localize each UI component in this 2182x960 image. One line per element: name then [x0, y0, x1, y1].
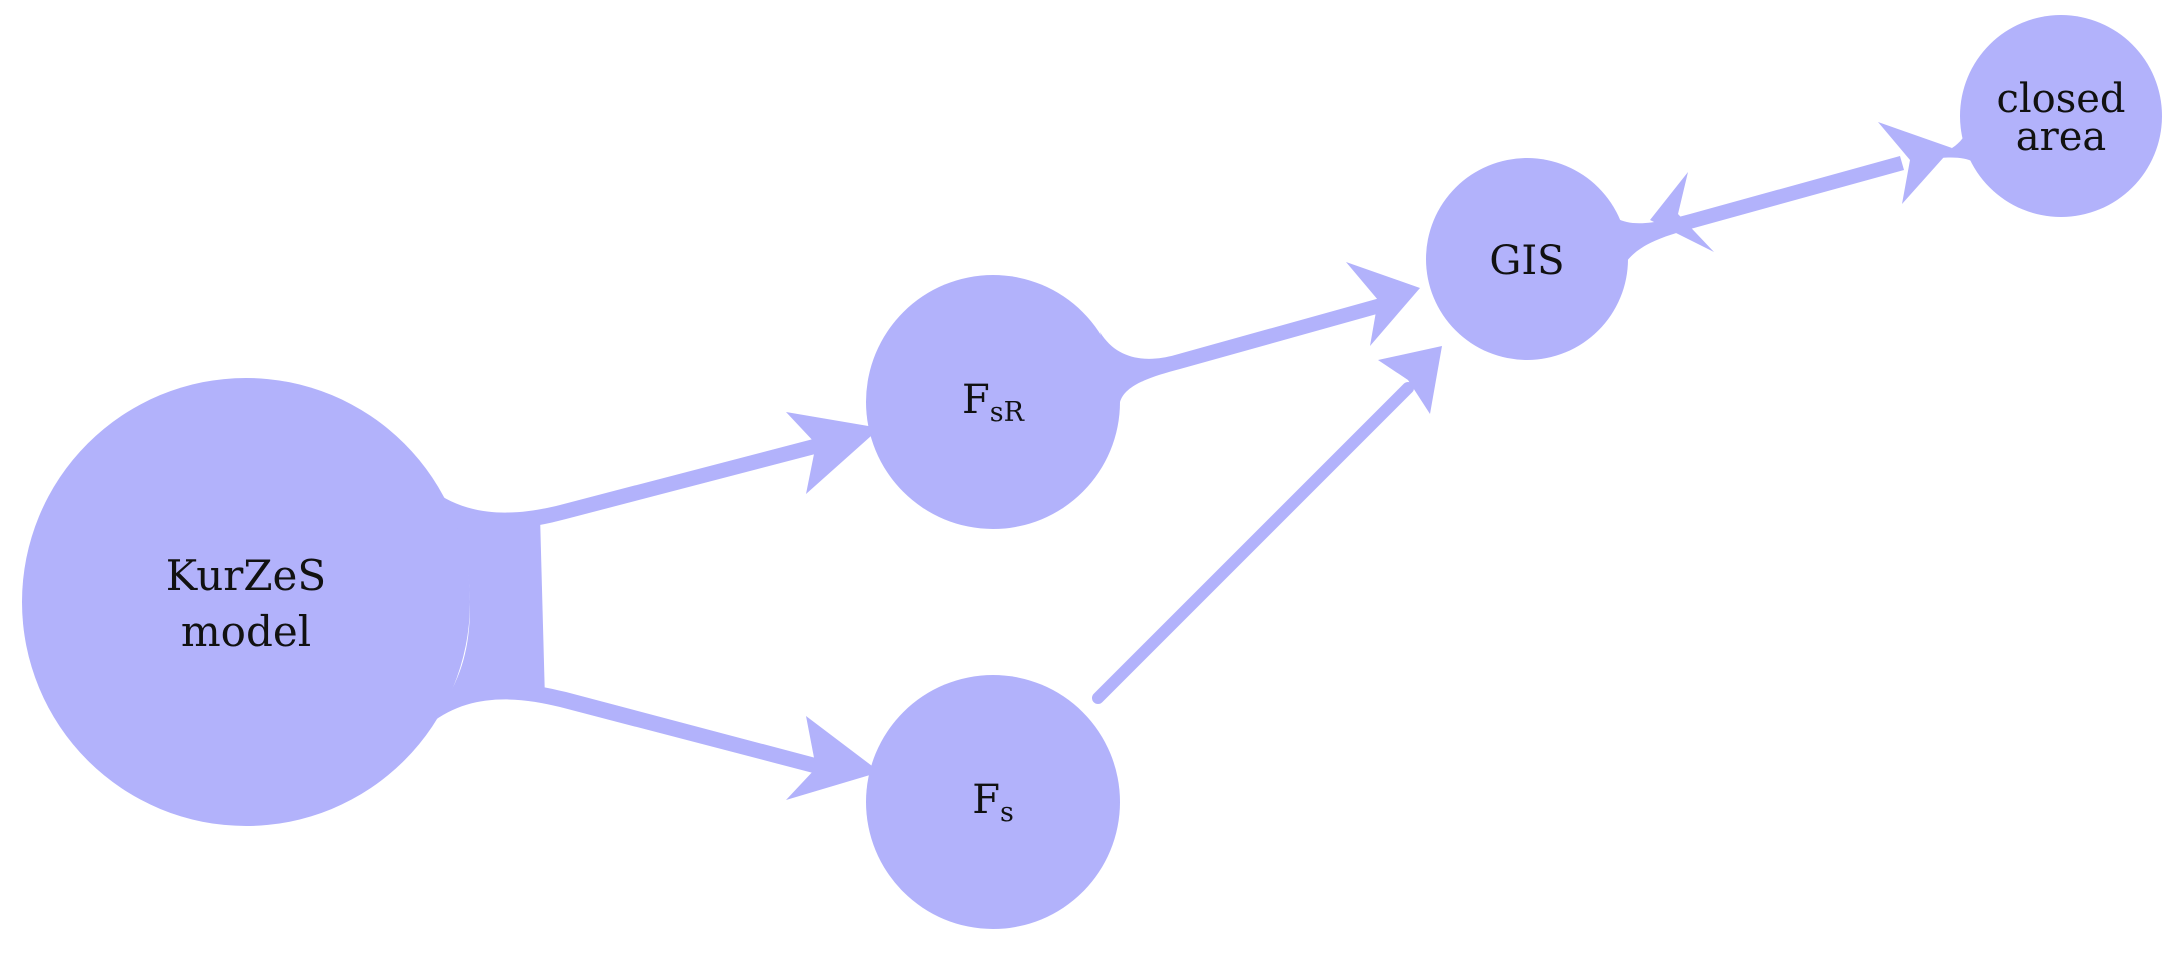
node-closed-area-line2: area — [2016, 114, 2107, 160]
arrowhead-gis-in-3 — [1650, 172, 1714, 252]
kurzes-edge-junction — [430, 488, 545, 724]
edge-kurzes-fs-body — [430, 683, 846, 780]
arrowhead-fs-in — [786, 716, 880, 800]
edge-fs-to-gis — [1092, 346, 1442, 704]
node-closed-area-circle — [1960, 15, 2162, 217]
edge-kurzes-to-fs — [430, 683, 880, 800]
edge-fsr-to-gis — [1100, 262, 1420, 402]
edge-fsr-gis-body — [1100, 298, 1384, 402]
node-fs-sub: s — [1000, 797, 1014, 828]
node-fsr-sub: sR — [990, 397, 1025, 428]
arrowhead-gis-in-2 — [1378, 346, 1442, 414]
node-kurzes-line2: model — [181, 607, 311, 656]
node-gis: GIS — [1426, 158, 1628, 360]
arrowhead-gis-in-1 — [1346, 262, 1420, 346]
edge-fs-gis-line — [1092, 382, 1414, 704]
node-closed-area-line1: closed — [1996, 76, 2125, 122]
node-kurzes-line1: KurZeS — [166, 551, 326, 600]
arrowhead-fsr-in — [786, 412, 880, 494]
edge-kurzes-fsr-body — [430, 432, 846, 529]
node-fs: Fs — [866, 675, 1120, 929]
node-kurzes-model: KurZeS model — [22, 378, 470, 826]
node-fs-circle — [866, 675, 1120, 929]
node-fs-label: Fs — [972, 777, 1014, 828]
edge-gis-closed-body — [1616, 156, 1904, 262]
node-gis-circle — [1426, 158, 1628, 360]
node-kurzes-circle — [22, 378, 470, 826]
arrowhead-closed-in — [1878, 122, 1952, 204]
node-fsr-label: FsR — [962, 377, 1025, 428]
node-fsr-circle — [866, 275, 1120, 529]
node-fs-main: F — [972, 777, 1000, 823]
node-closed-area: closed area — [1960, 15, 2162, 217]
node-fsr-main: F — [962, 377, 990, 423]
node-gis-label: GIS — [1489, 238, 1564, 284]
edge-kurzes-to-fsr — [430, 412, 880, 529]
edge-gis-closed-area — [1616, 106, 1990, 262]
node-fsr: FsR — [866, 275, 1120, 529]
